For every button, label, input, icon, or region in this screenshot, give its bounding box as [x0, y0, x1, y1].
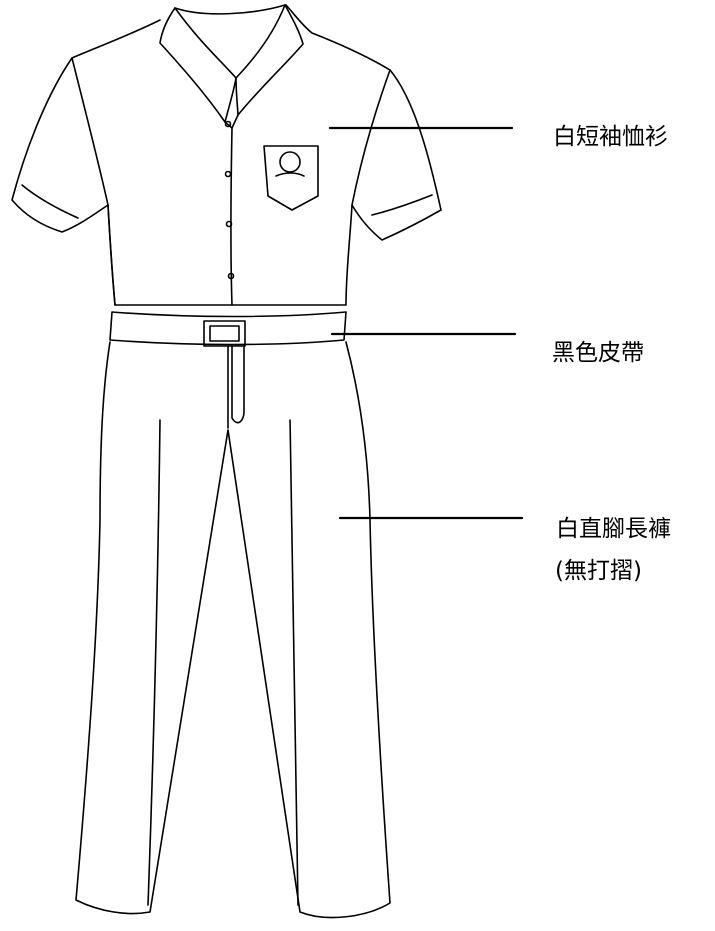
left-collar — [159, 7, 237, 123]
shirt-body-outline — [11, 4, 442, 306]
pants-outline — [75, 341, 391, 919]
pants-note-label: (無打摺) — [555, 558, 642, 584]
shirt-button — [225, 220, 233, 228]
shirt-label: 白短袖恤衫 — [553, 124, 668, 150]
pants-drawing — [75, 341, 391, 919]
belt-buckle-outer — [203, 320, 246, 347]
pants-fly — [231, 345, 245, 424]
left-cuff — [21, 184, 79, 219]
pocket-badge-base — [275, 172, 305, 177]
shirt-button — [224, 120, 232, 128]
belt-band — [109, 311, 347, 346]
right-cuff — [371, 194, 433, 216]
shirt-neck — [174, 4, 286, 15]
left-leg-crease — [147, 419, 161, 906]
shirt-placket — [230, 127, 233, 306]
pocket-badge — [279, 151, 301, 173]
shirt-drawing — [11, 4, 442, 306]
right-collar — [235, 4, 304, 116]
pants-label: 白直腳長褲 — [556, 516, 671, 542]
belt-buckle-inner — [209, 325, 240, 342]
right-sleeve-seam — [351, 69, 391, 206]
right-leg-crease — [289, 419, 299, 906]
left-sleeve-seam — [71, 57, 109, 206]
belt-drawing — [109, 311, 347, 347]
left-side-seam — [107, 204, 116, 306]
shirt-button — [224, 170, 232, 178]
shirt-pocket — [263, 145, 319, 211]
belt-label: 黑色皮帶 — [552, 340, 644, 366]
shirt-button — [227, 272, 235, 280]
